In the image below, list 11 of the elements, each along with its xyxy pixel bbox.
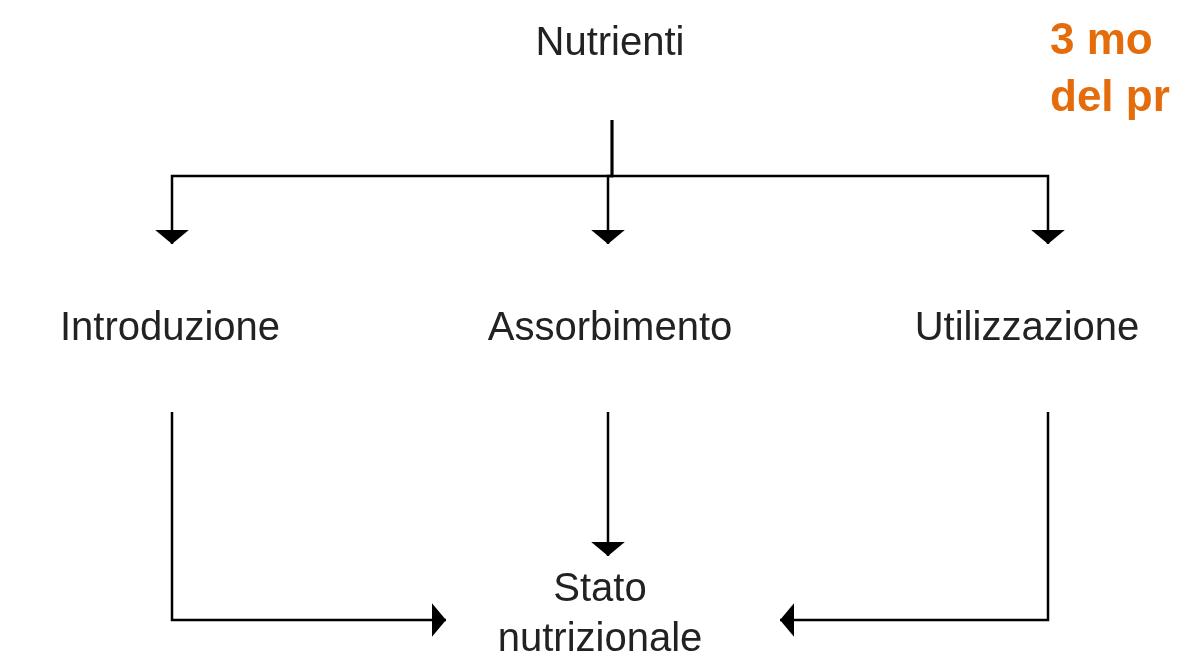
arrow (780, 412, 1050, 637)
node-label: Assorbimento (487, 303, 733, 350)
node-label: Stato nutrizionale (496, 564, 704, 661)
arrow (170, 412, 446, 637)
node-label: Utilizzazione (914, 303, 1140, 350)
arrow (591, 412, 625, 556)
node-label: Introduzione (59, 303, 281, 350)
heading-text: 3 mo (1050, 13, 1154, 65)
heading-text: del pr (1050, 70, 1170, 123)
arrow (610, 120, 1065, 244)
node-label: Nutrienti (535, 18, 685, 65)
